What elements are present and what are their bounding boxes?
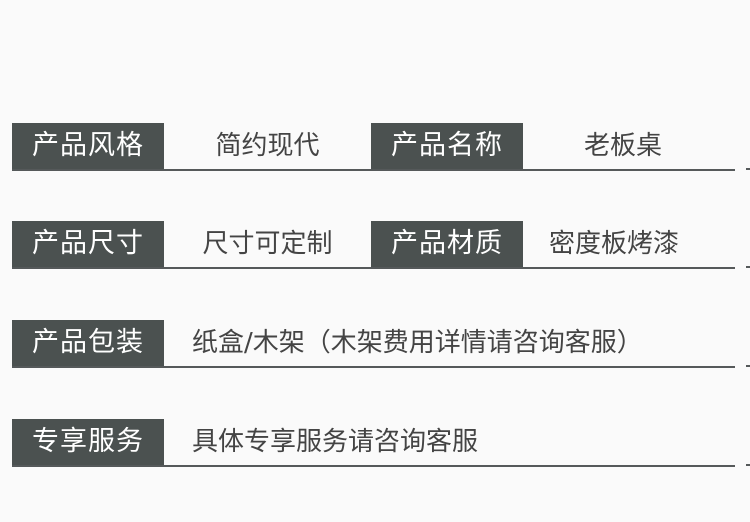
spec-value: 密度板烤漆: [548, 229, 679, 259]
divider-tick: [746, 464, 750, 466]
spec-value: 简约现代: [215, 131, 320, 161]
spec-row-service: 专享服务 具体专享服务请咨询客服: [12, 419, 735, 467]
spec-label: 产品尺寸: [12, 221, 164, 267]
spec-value: 具体专享服务请咨询客服: [192, 427, 479, 457]
divider-tick: [746, 365, 750, 367]
spec-row-size: 产品尺寸 尺寸可定制 产品材质 密度板烤漆: [12, 221, 735, 269]
spec-label: 专享服务: [12, 419, 164, 465]
divider-tick: [746, 266, 750, 268]
spec-label: 产品风格: [12, 123, 164, 169]
spec-label: 产品材质: [371, 221, 523, 267]
spec-row-style: 产品风格 简约现代 产品名称 老板桌: [12, 123, 735, 171]
divider-tick: [746, 168, 750, 170]
spec-value: 纸盒/木架（木架费用详情请咨询客服）: [192, 328, 643, 358]
spec-value: 老板桌: [583, 131, 662, 161]
spec-label: 产品包装: [12, 320, 164, 366]
spec-row-packaging: 产品包装 纸盒/木架（木架费用详情请咨询客服）: [12, 320, 735, 368]
spec-value: 尺寸可定制: [202, 229, 333, 259]
spec-label: 产品名称: [371, 123, 523, 169]
